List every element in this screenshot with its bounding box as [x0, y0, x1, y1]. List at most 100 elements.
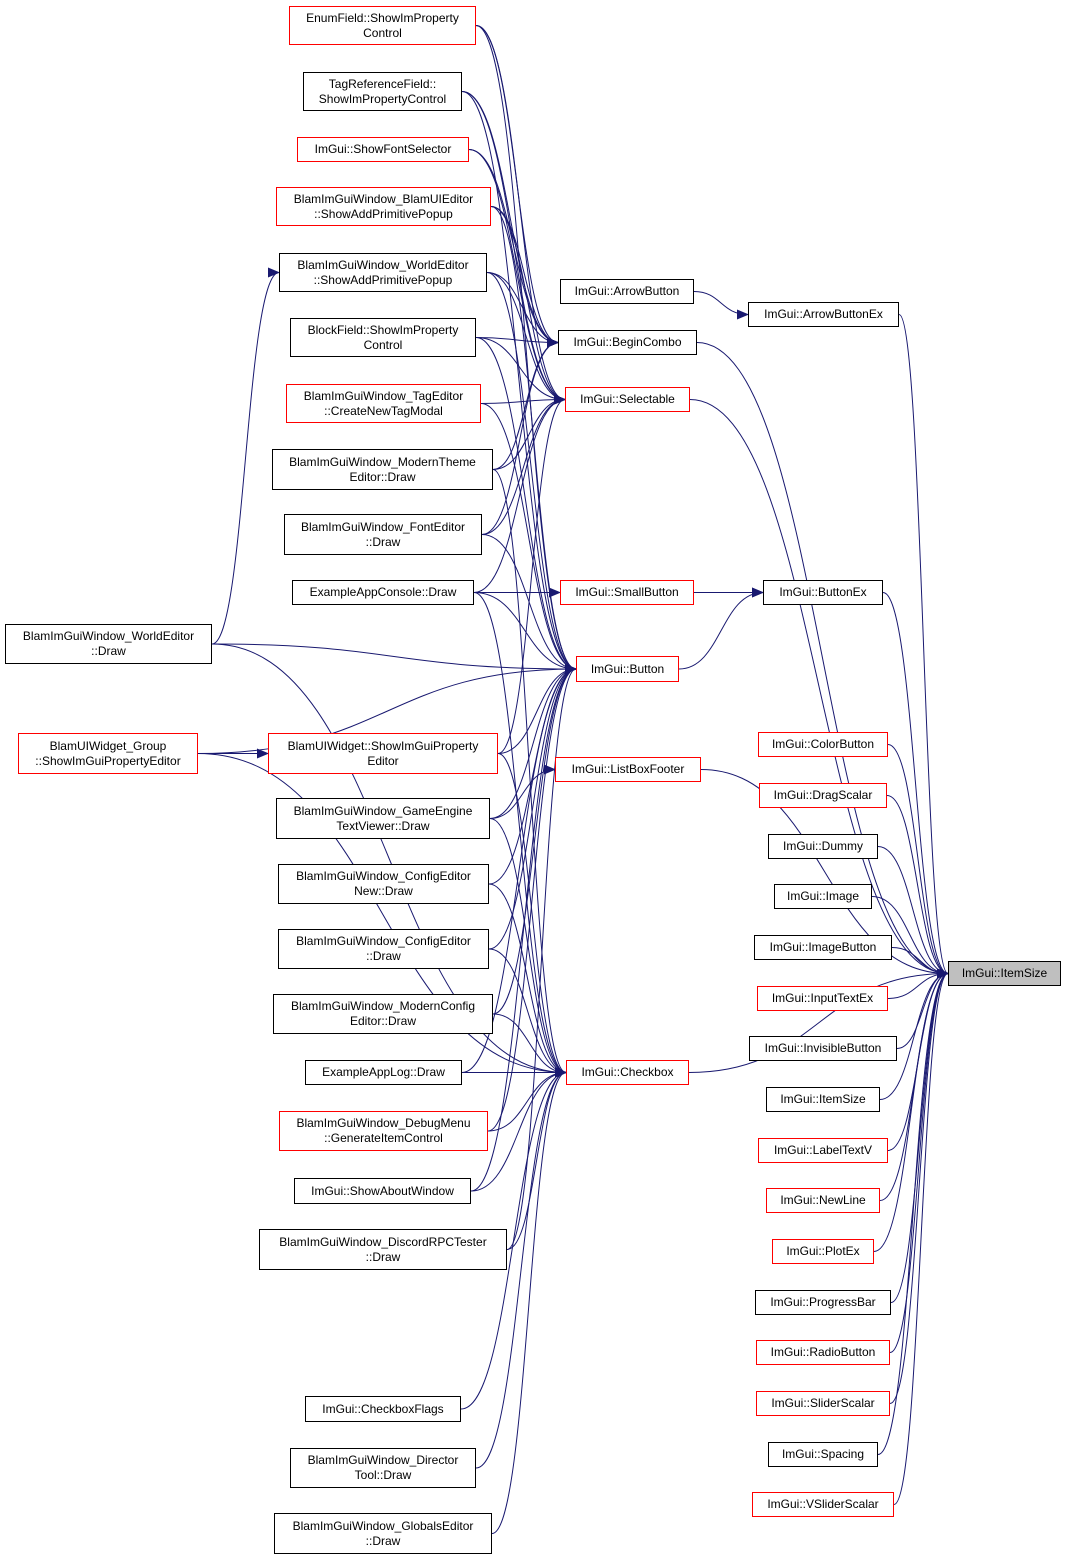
edge-plot_ex-to-itemsize_target	[873, 968, 949, 1252]
node-label: ImGui::ShowFontSelector	[314, 142, 452, 156]
edge-arrow_button_ex-to-itemsize_target	[898, 314, 949, 979]
node-arrow-button[interactable]: ImGui::ArrowButton	[560, 279, 694, 304]
node-image-button[interactable]: ImGui::ImageButton	[754, 935, 892, 960]
node-begin-combo[interactable]: ImGui::BeginCombo	[558, 330, 697, 355]
node-example-app-console-draw[interactable]: ExampleAppConsole::Draw	[292, 580, 474, 605]
edge-config_editor-to-button	[488, 664, 577, 950]
node-list-box-footer[interactable]: ImGui::ListBoxFooter	[555, 757, 701, 782]
node-label: BlamImGuiWindow_Director Tool::Draw	[307, 1453, 459, 1482]
node-enum-field-show-im-property-control[interactable]: EnumField::ShowImProperty Control	[289, 6, 476, 45]
node-plot-ex[interactable]: ImGui::PlotEx	[772, 1239, 874, 1264]
node-label: ImGui::SmallButton	[575, 585, 679, 599]
node-label: ImGui::LabelTextV	[773, 1143, 873, 1157]
edge-config_editor-to-checkbox	[488, 948, 567, 1078]
node-tag-editor-create-new-tag-modal[interactable]: BlamImGuiWindow_TagEditor ::CreateNewTag…	[286, 384, 481, 423]
edge-input_text_ex-to-itemsize_target	[887, 968, 949, 999]
edge-tag_editor_modal-to-selectable	[480, 394, 566, 405]
node-spacing[interactable]: ImGui::Spacing	[768, 1442, 878, 1467]
node-modern-theme-editor-draw[interactable]: BlamImGuiWindow_ModernTheme Editor::Draw	[272, 449, 493, 490]
edge-font_editor_draw-to-selectable	[481, 394, 566, 535]
edge-modern_config-to-checkbox	[492, 1013, 567, 1078]
node-button[interactable]: ImGui::Button	[576, 656, 679, 682]
node-config-editor-new-draw[interactable]: BlamImGuiWindow_ConfigEditor New::Draw	[278, 864, 489, 904]
node-show-about-window[interactable]: ImGui::ShowAboutWindow	[294, 1178, 471, 1204]
node-director-tool-draw[interactable]: BlamImGuiWindow_Director Tool::Draw	[290, 1448, 476, 1488]
node-button-ex[interactable]: ImGui::ButtonEx	[763, 580, 883, 605]
node-label: ImGui::ItemSize	[961, 966, 1048, 980]
node-ui-widget-group-show-imgui-property-editor[interactable]: BlamUIWidget_Group ::ShowImGuiPropertyEd…	[18, 733, 198, 774]
node-label: BlamImGuiWindow_WorldEditor ::Draw	[22, 629, 195, 658]
node-label: ImGui::RadioButton	[770, 1345, 876, 1359]
edge-block_field-to-button	[475, 337, 577, 674]
node-label: ImGui::ListBoxFooter	[571, 762, 685, 776]
node-block-field-show-im-property-control[interactable]: BlockField::ShowImProperty Control	[290, 318, 476, 357]
edge-world_editor_draw-to-button	[211, 643, 577, 674]
node-color-button[interactable]: ImGui::ColorButton	[758, 732, 888, 757]
node-item-size-focus[interactable]: ImGui::ItemSize	[948, 961, 1061, 986]
node-label: BlockField::ShowImProperty Control	[307, 322, 459, 352]
node-item-size-overload[interactable]: ImGui::ItemSize	[766, 1087, 880, 1112]
edge-arrow_button-to-arrow_button_ex	[693, 291, 749, 320]
edge-debug_menu-to-checkbox	[487, 1067, 567, 1132]
node-label-text-v[interactable]: ImGui::LabelTextV	[758, 1138, 888, 1163]
node-image[interactable]: ImGui::Image	[774, 884, 872, 909]
edge-game_engine_text-to-button	[489, 664, 577, 819]
node-label: BlamImGuiWindow_WorldEditor ::ShowAddPri…	[297, 257, 469, 287]
node-label: ExampleAppLog::Draw	[322, 1065, 445, 1079]
node-vslider-scalar[interactable]: ImGui::VSliderScalar	[752, 1492, 894, 1517]
edge-debug_menu-to-button	[487, 664, 577, 1132]
edge-enum_field-to-begin_combo	[475, 25, 559, 348]
node-tag-reference-field-show-im-property-control[interactable]: TagReferenceField:: ShowImPropertyContro…	[303, 72, 462, 111]
node-discord-rpc-tester-draw[interactable]: BlamImGuiWindow_DiscordRPCTester ::Draw	[259, 1229, 507, 1270]
node-label: BlamImGuiWindow_ConfigEditor ::Draw	[296, 934, 471, 963]
node-ui-widget-show-imgui-property-editor[interactable]: BlamUIWidget::ShowImGuiProperty Editor	[268, 733, 498, 774]
node-world-editor-draw[interactable]: BlamImGuiWindow_WorldEditor ::Draw	[5, 624, 212, 664]
node-slider-scalar[interactable]: ImGui::SliderScalar	[756, 1391, 890, 1416]
node-blamui-editor-show-add-primitive-popup[interactable]: BlamImGuiWindow_BlamUIEditor ::ShowAddPr…	[276, 187, 491, 226]
node-dummy[interactable]: ImGui::Dummy	[768, 834, 878, 859]
node-show-font-selector[interactable]: ImGui::ShowFontSelector	[297, 137, 469, 162]
node-drag-scalar[interactable]: ImGui::DragScalar	[759, 783, 887, 808]
edge-font_editor_draw-to-begin_combo	[481, 337, 559, 535]
node-label: ImGui::NewLine	[780, 1193, 866, 1207]
edge-example_console_draw-to-selectable	[473, 394, 566, 593]
node-checkbox[interactable]: ImGui::Checkbox	[566, 1060, 689, 1085]
edge-vslider_scalar-to-itemsize_target	[893, 968, 949, 1505]
node-modern-config-editor-draw[interactable]: BlamImGuiWindow_ModernConfig Editor::Dra…	[273, 994, 493, 1034]
node-font-editor-draw[interactable]: BlamImGuiWindow_FontEditor ::Draw	[284, 514, 482, 555]
node-input-text-ex[interactable]: ImGui::InputTextEx	[757, 986, 888, 1011]
node-game-engine-text-viewer-draw[interactable]: BlamImGuiWindow_GameEngine TextViewer::D…	[276, 798, 490, 839]
edge-label_text_v-to-itemsize_target	[887, 968, 949, 1151]
edge-director_tool-to-checkbox	[475, 1067, 567, 1469]
node-world-editor-show-add-primitive-popup[interactable]: BlamImGuiWindow_WorldEditor ::ShowAddPri…	[279, 253, 487, 292]
edge-world_editor_draw-to-world_editor_add_prim	[211, 267, 280, 645]
node-arrow-button-ex[interactable]: ImGui::ArrowButtonEx	[748, 302, 899, 327]
edge-drag_scalar-to-itemsize_target	[886, 795, 949, 979]
node-label: ImGui::SliderScalar	[771, 1396, 875, 1410]
node-config-editor-draw[interactable]: BlamImGuiWindow_ConfigEditor ::Draw	[278, 929, 489, 969]
node-progress-bar[interactable]: ImGui::ProgressBar	[755, 1290, 891, 1315]
edge-modern_theme_draw-to-selectable	[492, 394, 566, 470]
node-label: ImGui::ItemSize	[780, 1092, 866, 1106]
node-radio-button[interactable]: ImGui::RadioButton	[756, 1340, 890, 1365]
node-debug-menu-generate-item-control[interactable]: BlamImGuiWindow_DebugMenu ::GenerateItem…	[279, 1111, 488, 1151]
node-example-app-log-draw[interactable]: ExampleAppLog::Draw	[305, 1060, 462, 1085]
node-new-line[interactable]: ImGui::NewLine	[766, 1188, 880, 1213]
edge-game_engine_text-to-list_box_footer	[489, 764, 556, 819]
node-label: ImGui::Dummy	[782, 839, 863, 853]
edge-game_engine_text-to-checkbox	[489, 818, 567, 1078]
node-label: ImGui::PlotEx	[786, 1244, 860, 1258]
node-invisible-button[interactable]: ImGui::InvisibleButton	[749, 1036, 897, 1061]
node-label: BlamUIWidget::ShowImGuiProperty Editor	[287, 738, 479, 768]
node-globals-editor-draw[interactable]: BlamImGuiWindow_GlobalsEditor ::Draw	[274, 1513, 492, 1554]
node-label: BlamImGuiWindow_GlobalsEditor ::Draw	[292, 1518, 474, 1548]
node-label: TagReferenceField:: ShowImPropertyContro…	[318, 76, 447, 106]
node-checkbox-flags[interactable]: ImGui::CheckboxFlags	[305, 1396, 461, 1422]
edge-radio_button-to-itemsize_target	[889, 968, 949, 1353]
edge-slider_scalar-to-itemsize_target	[889, 968, 949, 1404]
edge-show_font_selector-to-begin_combo	[468, 149, 559, 348]
node-selectable[interactable]: ImGui::Selectable	[565, 387, 690, 412]
node-label: ImGui::BeginCombo	[573, 335, 682, 349]
node-small-button[interactable]: ImGui::SmallButton	[560, 580, 694, 605]
